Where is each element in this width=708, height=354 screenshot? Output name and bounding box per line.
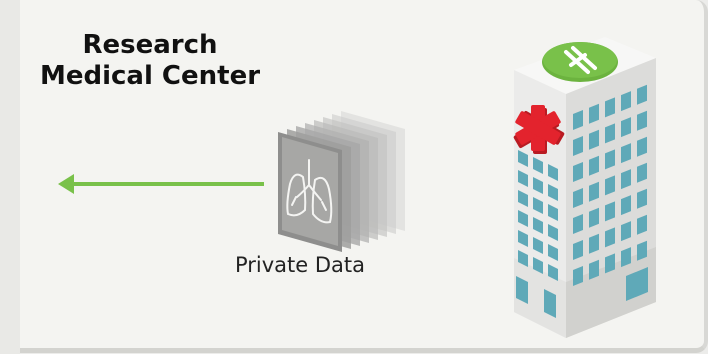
medical-cross-icon bbox=[513, 105, 565, 154]
title-line-2: Medical Center bbox=[39, 61, 261, 91]
title-line-1: Research bbox=[82, 30, 218, 60]
window bbox=[637, 84, 647, 105]
window bbox=[589, 181, 599, 202]
window bbox=[573, 214, 583, 234]
window bbox=[573, 136, 583, 156]
helipad-icon bbox=[542, 42, 618, 82]
window bbox=[533, 237, 543, 254]
window bbox=[533, 177, 543, 194]
window bbox=[637, 136, 647, 157]
window bbox=[637, 214, 647, 235]
window bbox=[533, 217, 543, 234]
window bbox=[605, 175, 615, 196]
window bbox=[548, 224, 558, 241]
window bbox=[621, 247, 631, 268]
window bbox=[605, 227, 615, 248]
window bbox=[548, 184, 558, 201]
window bbox=[548, 244, 558, 261]
front-windows bbox=[518, 150, 558, 281]
window bbox=[548, 264, 558, 281]
research-medical-center-title: Research Medical Center bbox=[20, 30, 280, 92]
window bbox=[605, 253, 615, 274]
window bbox=[621, 169, 631, 190]
window bbox=[637, 110, 647, 131]
window bbox=[518, 230, 528, 247]
window bbox=[621, 195, 631, 216]
window bbox=[573, 110, 583, 130]
window bbox=[621, 143, 631, 164]
window bbox=[621, 117, 631, 138]
window bbox=[589, 103, 599, 124]
window bbox=[518, 210, 528, 227]
window bbox=[621, 91, 631, 112]
window bbox=[637, 188, 647, 209]
window bbox=[605, 97, 615, 118]
window bbox=[573, 162, 583, 182]
lungs-icon bbox=[286, 159, 333, 224]
window bbox=[589, 259, 599, 280]
hospital-building-icon bbox=[514, 37, 656, 338]
window bbox=[518, 150, 528, 167]
window bbox=[548, 164, 558, 181]
side-windows bbox=[573, 84, 647, 286]
window bbox=[605, 149, 615, 170]
window bbox=[533, 197, 543, 214]
window bbox=[518, 170, 528, 187]
window bbox=[589, 233, 599, 254]
window bbox=[621, 221, 631, 242]
window bbox=[589, 129, 599, 150]
lung-scan-stack-icon bbox=[278, 111, 405, 252]
window bbox=[589, 155, 599, 176]
window bbox=[548, 204, 558, 221]
window bbox=[605, 201, 615, 222]
window bbox=[573, 266, 583, 286]
window bbox=[533, 257, 543, 274]
window bbox=[637, 162, 647, 183]
window bbox=[637, 240, 647, 261]
window bbox=[589, 207, 599, 228]
window bbox=[518, 250, 528, 267]
window bbox=[605, 123, 615, 144]
window bbox=[533, 157, 543, 174]
left-margin bbox=[0, 0, 20, 354]
window bbox=[518, 190, 528, 207]
arrow-left-icon bbox=[58, 174, 264, 194]
window bbox=[573, 188, 583, 208]
private-data-label: Private Data bbox=[234, 253, 366, 277]
window bbox=[573, 240, 583, 260]
